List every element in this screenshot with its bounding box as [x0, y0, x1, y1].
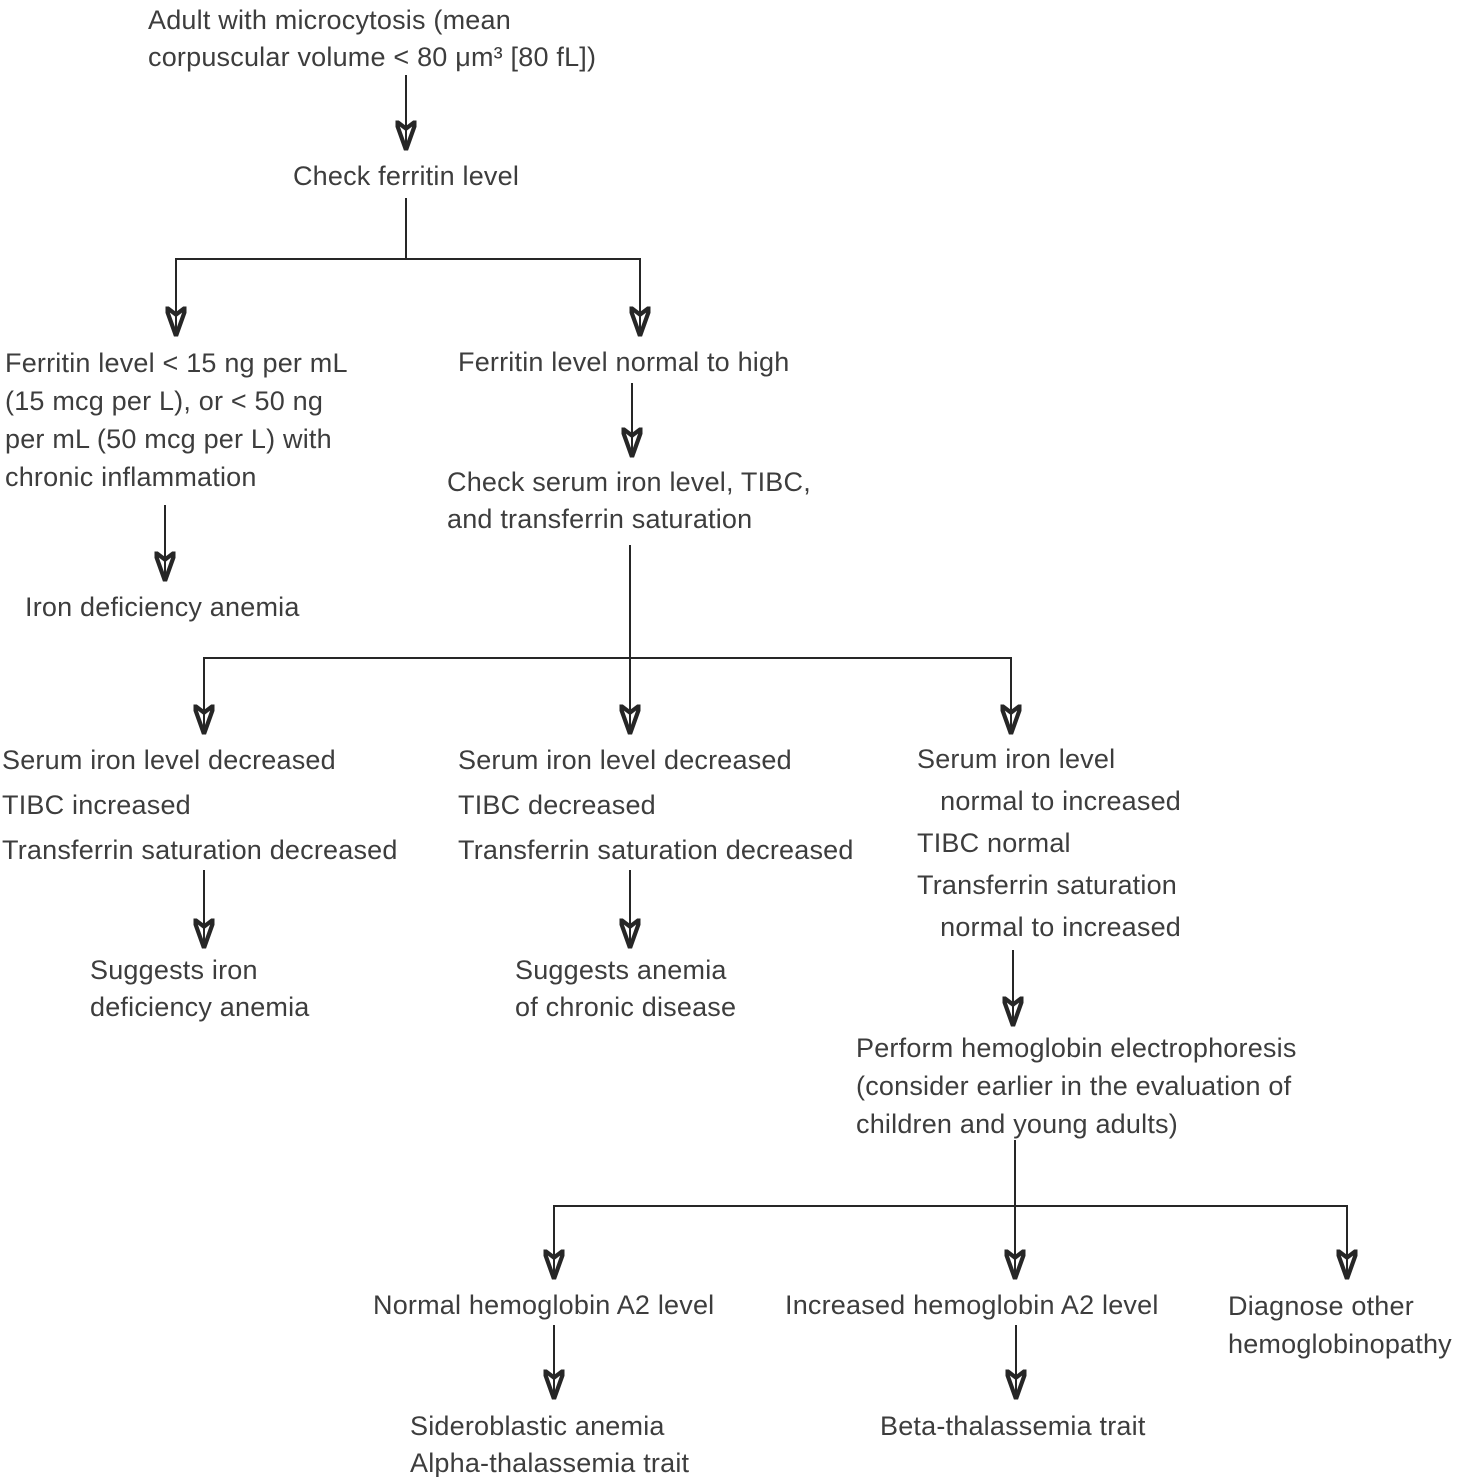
node-normal-hemoglobin-a2: Normal hemoglobin A2 level: [373, 1290, 715, 1320]
node-suggests-anemia-chronic-disease: Suggests anemia of chronic disease: [515, 955, 737, 1022]
node-diagnose-other-hemoglobinopathy: Diagnose other hemoglobinopathy: [1228, 1291, 1452, 1359]
node-check-serum-iron: Check serum iron level, TIBC, and transf…: [447, 467, 811, 534]
node-thalassemia-pattern: Serum iron level normal to increased TIB…: [917, 744, 1182, 942]
node-sideroblastic-alpha-thal: Sideroblastic anemia Alpha-thalassemia t…: [410, 1411, 690, 1477]
node-increased-hemoglobin-a2: Increased hemoglobin A2 level: [785, 1290, 1159, 1320]
node-perform-electrophoresis: Perform hemoglobin electrophoresis (cons…: [856, 1033, 1297, 1139]
node-suggests-iron-deficiency-anemia: Suggests iron deficiency anemia: [90, 955, 310, 1022]
node-ida-pattern: Serum iron level decreased TIBC increase…: [2, 745, 398, 865]
node-check-ferritin-level: Check ferritin level: [292, 161, 520, 191]
node-iron-deficiency-anemia: Iron deficiency anemia: [25, 592, 300, 622]
node-ferritin-low: Ferritin level < 15 ng per mL (15 mcg pe…: [5, 348, 348, 492]
node-ferritin-normal-high: Ferritin level normal to high: [458, 347, 790, 377]
node-acd-pattern: Serum iron level decreased TIBC decrease…: [458, 745, 854, 865]
node-beta-thalassemia-trait: Beta-thalassemia trait: [880, 1411, 1146, 1441]
node-adult-microcytosis: Adult with microcytosis (mean corpuscula…: [148, 5, 597, 72]
